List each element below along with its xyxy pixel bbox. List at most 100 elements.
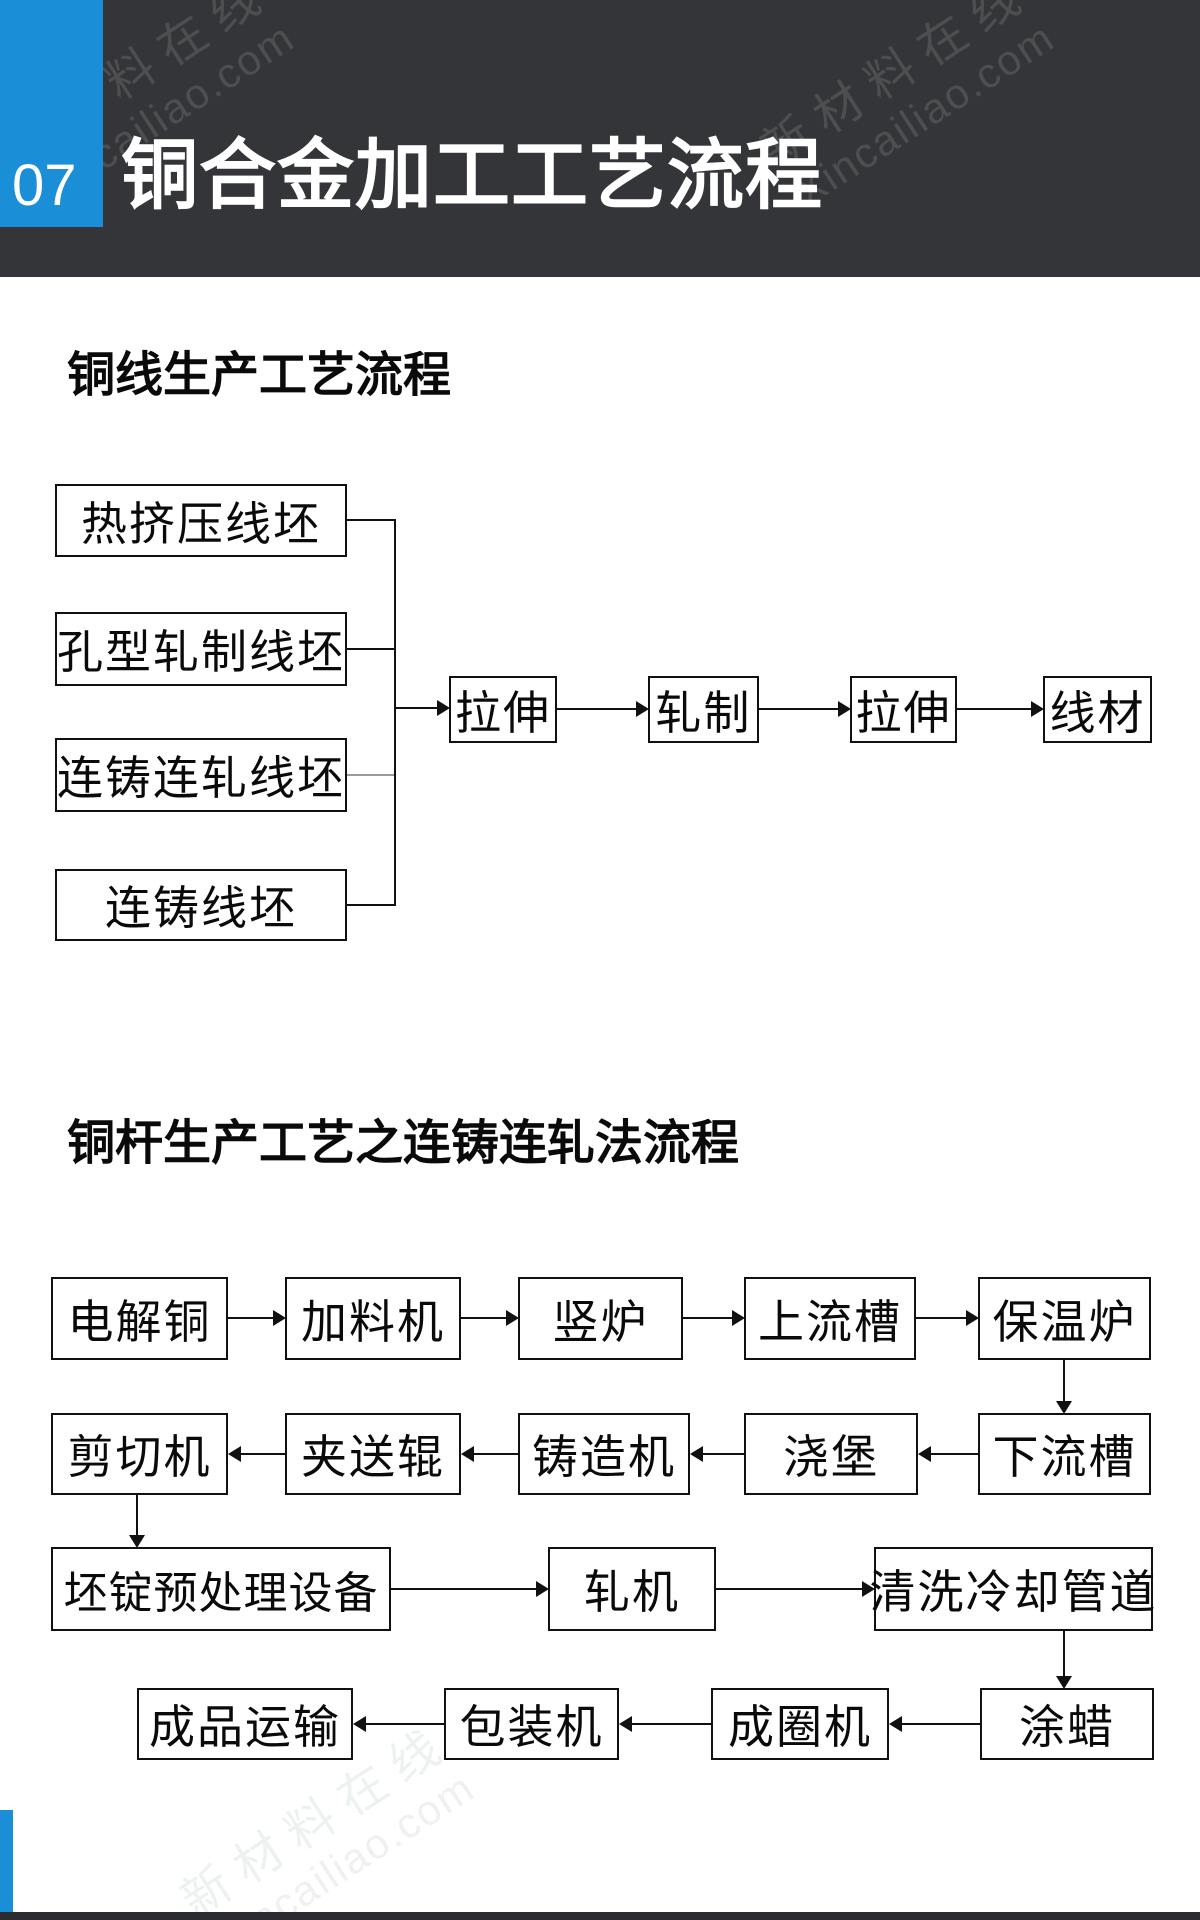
box-shaft-furnace: 竖炉 (518, 1277, 683, 1360)
box-label: 线材 (1049, 686, 1146, 739)
box-shear: 剪切机 (51, 1413, 228, 1495)
box-drawing-1: 拉伸 (449, 676, 557, 743)
box-label: 轧机 (584, 1566, 680, 1618)
box-holding-furnace: 保温炉 (978, 1277, 1151, 1360)
arrow-line (683, 1317, 732, 1319)
arrow-line (228, 1317, 273, 1319)
arrow-head-right (862, 1581, 875, 1597)
connector-line (347, 904, 396, 906)
arrow-head-left (619, 1716, 632, 1732)
box-label: 轧制 (655, 686, 752, 739)
box-hot-extruded-billet: 热挤压线坯 (55, 484, 347, 557)
header-band: 新材料在线 Xincailiao.com 新材料在线 Xincailiao.co… (0, 0, 1200, 277)
box-continuous-cast-rolled-billet: 连铸连轧线坯 (55, 738, 347, 812)
box-label: 保温炉 (992, 1295, 1137, 1348)
arrow-head-down (129, 1535, 145, 1548)
arrow-line (916, 1317, 966, 1319)
arrow-head-right (273, 1310, 286, 1326)
arrow-line (391, 1588, 536, 1590)
arrow-line (396, 707, 437, 709)
box-pinch-roll: 夹送辊 (285, 1413, 461, 1495)
box-label: 电解铜 (67, 1295, 212, 1348)
box-packing-machine: 包装机 (444, 1688, 619, 1760)
arrow-line (473, 1453, 518, 1455)
box-product-transport: 成品运输 (137, 1688, 353, 1760)
arrow-head-right (966, 1310, 979, 1326)
box-label: 剪切机 (67, 1431, 212, 1483)
arrow-head-right (838, 701, 851, 717)
arrow-line (702, 1453, 744, 1455)
box-label: 热挤压线坯 (81, 497, 321, 550)
box-rolling-mill: 轧机 (548, 1547, 716, 1631)
box-label: 浇堡 (783, 1431, 879, 1483)
section1-title: 铜线生产工艺流程 (67, 349, 452, 402)
box-upper-launder: 上流槽 (744, 1277, 916, 1360)
arrow-head-left (228, 1446, 241, 1462)
box-label: 上流槽 (758, 1295, 902, 1348)
section2-title: 铜杆生产工艺之连铸连轧法流程 (67, 1117, 740, 1170)
arrow-line (240, 1453, 285, 1455)
arrow-line (957, 708, 1031, 710)
box-coiler: 成圈机 (711, 1688, 889, 1760)
arrow-line (461, 1317, 506, 1319)
box-feeder: 加料机 (285, 1277, 461, 1360)
box-rolling: 轧制 (648, 676, 759, 743)
arrow-line (365, 1723, 444, 1725)
arrow-head-left (918, 1446, 931, 1462)
box-pouring-ladle: 浇堡 (744, 1413, 918, 1495)
box-label: 成圈机 (728, 1701, 872, 1753)
arrow-head-down (1056, 1401, 1072, 1414)
connector-line (347, 519, 396, 521)
arrow-line (901, 1723, 980, 1725)
arrow-head-left (889, 1716, 902, 1732)
box-casting-machine: 铸造机 (518, 1413, 690, 1495)
arrow-head-right (437, 700, 450, 716)
page-number: 07 (12, 153, 77, 218)
box-label: 夹送辊 (301, 1431, 445, 1483)
box-drawing-2: 拉伸 (850, 676, 957, 743)
box-label: 涂蜡 (1019, 1701, 1115, 1753)
box-label: 清洗冷却管道 (869, 1566, 1158, 1618)
arrow-head-right (1031, 701, 1044, 717)
arrow-line (716, 1588, 862, 1590)
box-wire-product: 线材 (1043, 676, 1152, 743)
box-waxing: 涂蜡 (980, 1688, 1154, 1760)
box-label: 成品运输 (149, 1701, 341, 1753)
box-label: 拉伸 (455, 686, 551, 739)
box-label: 连铸线坯 (105, 882, 297, 934)
arrow-head-left (690, 1446, 703, 1462)
arrow-line (759, 708, 838, 710)
box-label: 包装机 (459, 1701, 604, 1753)
box-label: 连铸连轧线坯 (57, 752, 345, 804)
box-label: 拉伸 (855, 686, 952, 739)
arrow-line (136, 1495, 138, 1535)
merge-line (394, 519, 396, 906)
connector-line (347, 648, 396, 650)
box-label: 铸造机 (532, 1431, 676, 1483)
box-label: 孔型轧制线坯 (57, 626, 345, 678)
arrow-line (930, 1453, 978, 1455)
box-continuous-cast-billet: 连铸线坯 (55, 869, 347, 941)
arrow-head-right (506, 1310, 519, 1326)
arrow-head-down (1056, 1676, 1072, 1689)
box-label: 竖炉 (552, 1295, 649, 1348)
arrow-head-left (461, 1446, 474, 1462)
box-label: 加料机 (301, 1295, 445, 1348)
arrow-head-right (732, 1310, 745, 1326)
page-number-badge: 07 (0, 0, 103, 227)
box-groove-rolled-billet: 孔型轧制线坯 (55, 612, 347, 686)
box-billet-pretreatment: 坯锭预处理设备 (51, 1547, 391, 1631)
watermark-text: Xincailiao.com (206, 1763, 483, 1920)
bottom-accent-strip (0, 1810, 13, 1912)
page-title: 铜合金加工工艺流程 (121, 133, 823, 219)
arrow-head-right (536, 1581, 549, 1597)
arrow-line (557, 708, 636, 710)
box-lower-launder: 下流槽 (978, 1413, 1151, 1495)
box-cleaning-cooling-pipe: 清洗冷却管道 (870, 1547, 1156, 1631)
arrow-line (1063, 1360, 1065, 1401)
arrow-head-left (353, 1716, 366, 1732)
arrow-head-right (636, 701, 649, 717)
arrow-line (1063, 1631, 1065, 1676)
connector-line (347, 774, 396, 776)
